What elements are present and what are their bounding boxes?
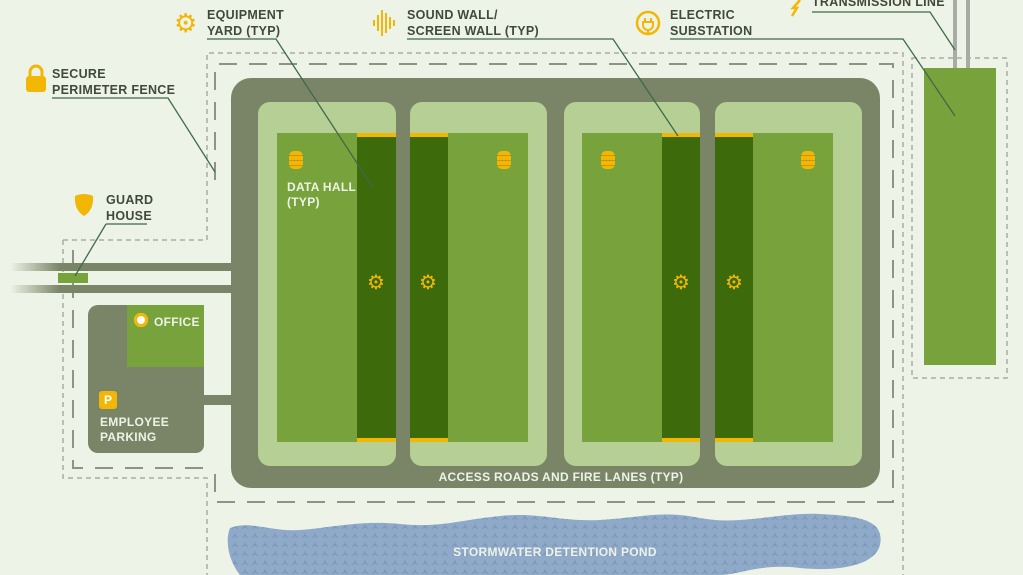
sound-wall-label: SOUND WALL/ SCREEN WALL (TYP) [407,7,539,39]
equipment-yard [715,133,753,442]
parking-connector [200,395,235,405]
label-line: DATA HALL [287,180,357,194]
employee-parking-label: EMPLOYEE PARKING [100,415,169,445]
leader-transmission [812,11,956,51]
data-hall [277,133,357,442]
office-label: OFFICE [154,315,200,329]
lock-icon [26,64,46,92]
server-icon [601,151,615,169]
label-line: GUARD [106,193,154,207]
equipment-yard [357,133,396,442]
label-line: EQUIPMENT [207,8,285,22]
secure-fence-label: SECURE PERIMETER FENCE [52,66,175,98]
electric-substation [924,68,996,365]
transmission-pole [953,0,957,68]
label-line: PERIMETER FENCE [52,83,176,97]
label-line: ELECTRIC [670,8,735,22]
lightning-icon [790,0,801,17]
label-line: SOUND WALL/ [407,8,498,22]
leader-substation [670,38,956,117]
equipment-yard [662,133,700,442]
electric-substation-label: ELECTRIC SUBSTATION [670,7,752,39]
label-line: HOUSE [106,209,152,223]
server-icon [497,151,511,169]
gear-icon: ⚙ [174,8,198,38]
label-line: (TYP) [287,195,320,209]
access-roads-label: ACCESS ROADS AND FIRE LANES (TYP) [438,470,684,484]
label-line: SECURE [52,67,106,81]
gear-icon: ⚙ [419,272,437,294]
gear-icon: ⚙ [367,272,385,294]
server-icon [801,151,815,169]
inner-boundary [72,63,894,503]
leader-sound-wall [407,38,679,137]
pond-label: STORMWATER DETENTION POND [453,545,657,559]
server-icon [289,151,303,169]
leader-guard [74,223,147,277]
data-hall [582,133,662,442]
label-line: SUBSTATION [670,24,753,38]
equipment-yard-label: EQUIPMENT YARD (TYP) [207,7,284,39]
parking-icon: P [99,391,117,409]
leader-fence [52,97,216,173]
label-line: SCREEN WALL (TYP) [407,24,539,38]
office-icon [134,313,148,327]
data-hall [753,133,833,442]
label-line: EMPLOYEE [100,415,170,429]
data-hall-label: DATA HALL (TYP) [287,180,356,210]
leader-equipment-yard [207,38,373,187]
equipment-yard [410,133,448,442]
label-line: YARD (TYP) [207,24,281,38]
data-hall [448,133,528,442]
gear-icon: ⚙ [672,272,690,294]
gear-icon: ⚙ [725,272,743,294]
label-line: PARKING [100,430,157,444]
transmission-pole [966,0,970,68]
shield-icon [74,194,94,216]
guard-house [58,273,88,283]
transmission-line-label: TRANSMISSION LINE [812,0,945,9]
guard-house-label: GUARD HOUSE [106,192,153,224]
entrance-road [10,285,231,293]
secure-perimeter-fence [62,52,1008,575]
entrance-road [10,263,231,271]
